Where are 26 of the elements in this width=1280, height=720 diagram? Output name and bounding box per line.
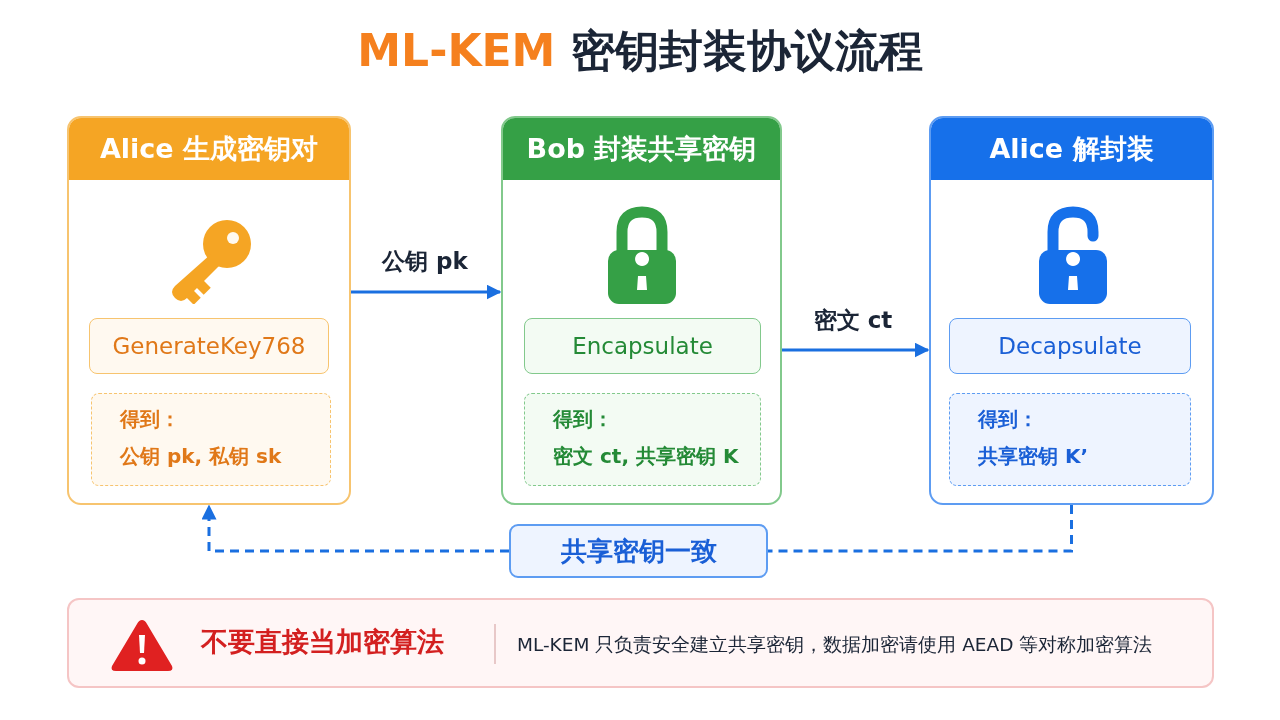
warning-banner	[67, 598, 1214, 688]
result-box	[524, 393, 761, 486]
arrow	[351, 284, 502, 300]
warning-title: 不要直接当加密算法	[201, 625, 444, 659]
function-box: GenerateKey768	[89, 318, 329, 374]
function-box: Decapsulate	[949, 318, 1191, 374]
result-text: 公钥 pk, 私钥 sk	[120, 443, 282, 470]
result-label: 得到：	[120, 406, 180, 433]
arrow	[782, 342, 930, 358]
result-text: 密文 ct, 共享密钥 K	[553, 443, 739, 470]
step-panel	[67, 116, 351, 505]
step-panel	[929, 116, 1214, 505]
result-label: 得到：	[553, 406, 613, 433]
result-text: 共享密钥 K’	[978, 443, 1089, 470]
status-box: 共享密钥一致	[509, 524, 768, 578]
result-box	[949, 393, 1191, 486]
function-box: Encapsulate	[524, 318, 761, 374]
result-label: 得到：	[978, 406, 1038, 433]
title: ML-KEM 密钥封装协议流程	[356, 24, 924, 78]
header-bar: Alice 解封装	[931, 118, 1212, 180]
warning-text: ML-KEM 只负责安全建立共享密钥，数据加密请使用 AEAD 等对称加密算法	[517, 633, 1153, 657]
header-bar: Alice 生成密钥对	[69, 118, 349, 180]
dashed-arrow	[201, 504, 509, 553]
result-box	[91, 393, 331, 486]
step-panel	[501, 116, 782, 505]
header-bar: Bob 封装共享密钥	[503, 118, 780, 180]
